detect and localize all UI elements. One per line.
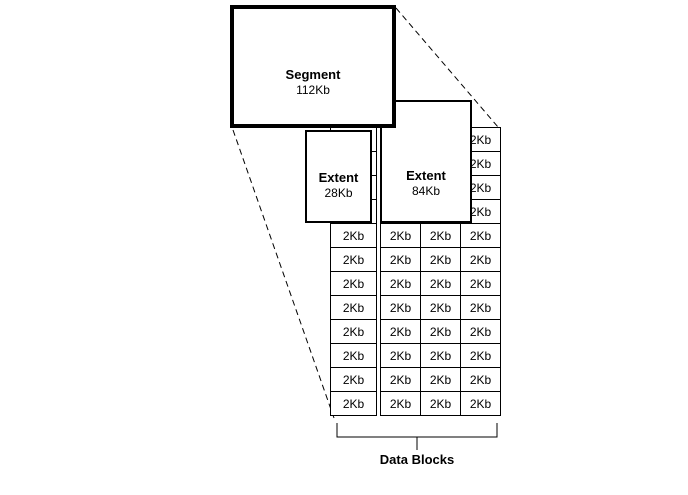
data-block: 2Kb: [421, 248, 461, 272]
data-block: 2Kb: [331, 248, 377, 272]
data-blocks-bracket: [336, 423, 498, 450]
data-block: 2Kb: [421, 368, 461, 392]
data-block: 2Kb: [461, 368, 501, 392]
data-block: 2Kb: [331, 296, 377, 320]
data-block: 2Kb: [461, 224, 501, 248]
data-blocks-caption: Data Blocks: [379, 452, 455, 467]
data-block: 2Kb: [461, 296, 501, 320]
extent-label: Extent: [318, 170, 359, 185]
data-block: 2Kb: [331, 392, 377, 416]
data-block: 2Kb: [461, 392, 501, 416]
data-block: 2Kb: [381, 296, 421, 320]
data-block: 2Kb: [381, 320, 421, 344]
data-block: 2Kb: [381, 392, 421, 416]
extent-label: Extent: [406, 168, 446, 183]
segment-to-blocks-connector-right: [395, 7, 499, 128]
data-block: 2Kb: [381, 248, 421, 272]
data-block: 2Kb: [331, 320, 377, 344]
data-block: 2Kb: [421, 320, 461, 344]
extent-size: 84Kb: [411, 184, 441, 198]
data-block: 2Kb: [421, 344, 461, 368]
extent-28kb-box: Extent 28Kb: [305, 130, 372, 223]
segment-to-blocks-connector-left: [232, 129, 335, 419]
segment-box: Segment 112Kb: [230, 5, 396, 128]
data-block: 2Kb: [331, 224, 377, 248]
segment-label: Segment: [285, 67, 341, 82]
data-block: 2Kb: [381, 272, 421, 296]
data-block: 2Kb: [381, 224, 421, 248]
data-block: 2Kb: [421, 224, 461, 248]
data-block: 2Kb: [421, 296, 461, 320]
data-block: 2Kb: [331, 368, 377, 392]
data-block: 2Kb: [421, 272, 461, 296]
data-block: 2Kb: [381, 368, 421, 392]
data-block: 2Kb: [461, 272, 501, 296]
data-block: 2Kb: [331, 344, 377, 368]
data-block: 2Kb: [421, 392, 461, 416]
data-block: 2Kb: [461, 320, 501, 344]
segment-size: 112Kb: [296, 83, 330, 97]
extent-size: 28Kb: [324, 186, 353, 200]
data-block: 2Kb: [381, 344, 421, 368]
data-block: 2Kb: [461, 344, 501, 368]
data-block: 2Kb: [461, 248, 501, 272]
data-block: 2Kb: [331, 272, 377, 296]
